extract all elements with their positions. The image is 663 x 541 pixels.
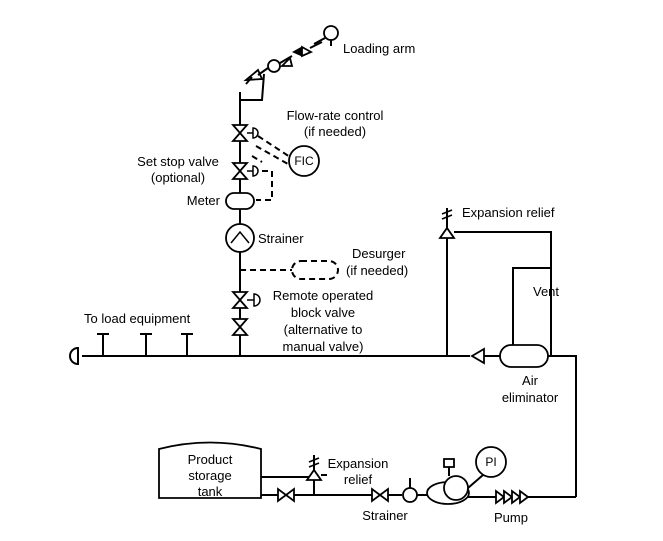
label-remote-valve-4: manual valve) — [282, 339, 364, 354]
label-loading-arm: Loading arm — [343, 41, 416, 56]
label-set-stop-valve-1: Set stop valve — [137, 154, 219, 169]
label-remote-valve-3: (alternative to — [283, 322, 363, 337]
label-expansion-relief-bottom-2: relief — [343, 472, 373, 487]
expansion-relief-valve-bottom — [305, 455, 327, 481]
vent-line — [512, 267, 550, 345]
label-product-tank-3: tank — [197, 484, 223, 499]
label-air-eliminator-2: eliminator — [501, 390, 559, 405]
remote-operated-block-valve — [231, 291, 261, 309]
pump-discharge-valves — [495, 489, 530, 505]
pump — [426, 458, 470, 505]
set-stop-valve — [231, 162, 259, 180]
relief-return-line — [454, 231, 552, 356]
label-expansion-relief-bottom-1: Expansion — [327, 456, 389, 471]
stop-valve-signal-line — [256, 170, 273, 201]
label-meter: Meter — [186, 193, 220, 208]
label-strainer-bottom: Strainer — [362, 508, 408, 523]
load-equipment-taps — [97, 333, 193, 356]
label-desurger-2: (if needed) — [346, 263, 409, 278]
label-to-load-equipment: To load equipment — [84, 311, 191, 326]
label-flow-rate-control-1: Flow-rate control — [286, 108, 384, 123]
pump-discharge-line — [548, 355, 577, 497]
header-end-cap — [69, 346, 79, 366]
label-remote-valve-2: block valve — [290, 305, 356, 320]
label-product-tank-1: Product — [187, 452, 233, 467]
label-desurger-1: Desurger — [352, 246, 406, 261]
expansion-relief-valve-top — [438, 208, 456, 239]
label-remote-valve-1: Remote operated — [272, 288, 374, 303]
strainer-bottom-valve — [371, 487, 389, 503]
label-set-stop-valve-2: (optional) — [150, 170, 206, 185]
label-air-eliminator-1: Air — [522, 373, 538, 388]
desurger-vessel — [291, 260, 339, 280]
flow-rate-control-valve — [231, 124, 259, 142]
strainer-top — [225, 223, 255, 253]
tank-outlet-valve — [277, 487, 295, 503]
product-storage-tank — [158, 441, 262, 499]
label-product-tank-2: storage — [188, 468, 232, 483]
label-fic: FIC — [294, 154, 314, 168]
label-expansion-relief-top: Expansion relief — [462, 205, 555, 220]
label-pump: Pump — [494, 510, 528, 525]
pi-gauge — [475, 446, 507, 478]
air-eliminator — [499, 344, 549, 368]
lower-block-valve — [231, 318, 249, 336]
fic-instrument — [288, 145, 320, 177]
check-valve-header — [470, 347, 485, 365]
label-flow-rate-control-2: (if needed) — [303, 124, 367, 139]
loading-arm — [239, 25, 339, 101]
label-vent: Vent — [533, 284, 560, 299]
meter — [225, 192, 255, 210]
label-pi: PI — [485, 455, 497, 469]
strainer-bottom — [402, 478, 418, 503]
label-strainer-top: Strainer — [258, 231, 304, 246]
